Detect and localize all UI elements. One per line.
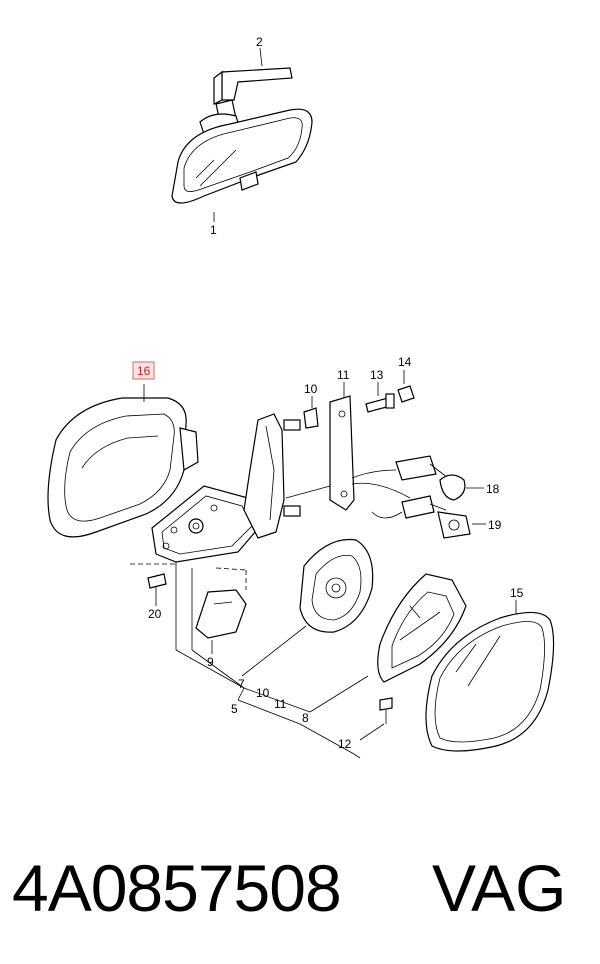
- callout-19: 19: [488, 518, 502, 532]
- mirror-cap-housing: [47, 397, 199, 538]
- callout-12: 12: [338, 737, 352, 751]
- mirror-arm: [243, 413, 331, 539]
- callout-11-upper: 11: [337, 368, 350, 382]
- callout-13: 13: [370, 368, 384, 382]
- gasket-plate: [303, 395, 355, 511]
- callout-1: 1: [210, 223, 217, 237]
- adjustment-motor-7: [299, 538, 374, 633]
- callout-10-lower: 10: [256, 686, 270, 700]
- heating-pad-9: [195, 589, 247, 639]
- brand-name: VAG: [432, 851, 567, 925]
- callout-7: 7: [238, 677, 245, 691]
- part-number: 4A0857508: [12, 851, 342, 925]
- callout-14: 14: [398, 355, 412, 369]
- callout-18: 18: [486, 482, 500, 496]
- screw-12: [379, 697, 393, 724]
- mirror-glass-15: [425, 611, 555, 752]
- callout-5: 5: [231, 702, 238, 716]
- mirror-base-plate: [151, 485, 263, 563]
- callout-11-lower: 11: [274, 697, 287, 711]
- callout-16: 16: [137, 364, 151, 378]
- callout-20: 20: [148, 607, 162, 621]
- footer: 4A0857508 VAG: [0, 838, 600, 938]
- callout-2: 2: [256, 35, 263, 49]
- bolt-and-nut: [365, 385, 415, 413]
- glass-carrier-8: [377, 573, 467, 683]
- callout-15: 15: [510, 586, 524, 600]
- wiring-harness: [351, 455, 471, 539]
- callout-16-highlight: [132, 361, 155, 380]
- callout-labels: 2 1 16 10 11 13 14 18 19 20 15 9 7 10 11…: [132, 35, 524, 751]
- callout-8: 8: [302, 711, 309, 725]
- callout-9: 9: [207, 655, 214, 669]
- screw-20: [147, 573, 167, 600]
- interior-mirror-assembly: [171, 67, 313, 204]
- callout-10-upper: 10: [304, 382, 318, 396]
